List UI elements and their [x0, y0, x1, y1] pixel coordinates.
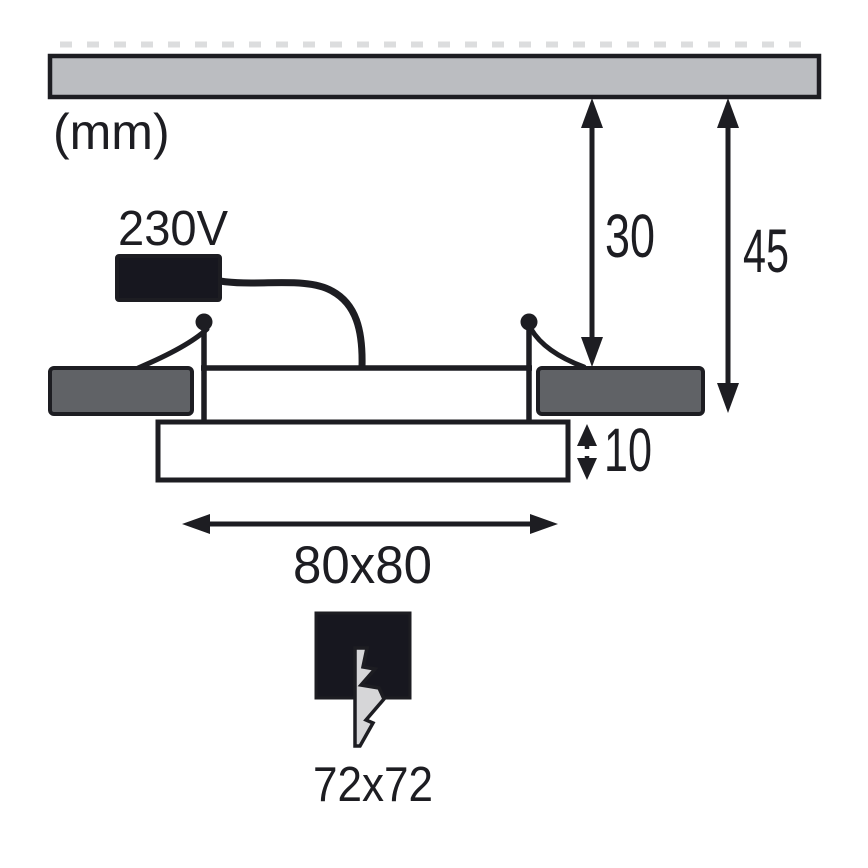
left-trim-flange	[48, 366, 194, 416]
dim-10-arrowhead-up	[577, 424, 597, 446]
ceiling-bar	[47, 53, 822, 100]
dim-30-label: 30	[605, 202, 655, 270]
dim-10-label: 10	[604, 416, 652, 484]
diffuser-panel	[155, 419, 571, 483]
cutout-size-label: 72x72	[313, 758, 433, 812]
power-cable	[216, 277, 366, 371]
lightning-bolt-icon	[353, 646, 387, 748]
dim-80x80-arrowhead-left	[182, 514, 210, 534]
dim-45-arrowhead-up	[717, 98, 739, 128]
right-trim-flange	[536, 366, 705, 416]
left-mounting-spring-wire	[135, 326, 210, 371]
dim-80x80-arrowhead-right	[530, 514, 558, 534]
dim-45-arrowhead-down	[717, 383, 739, 413]
right-spring-pivot	[520, 313, 538, 331]
left-spring-pivot	[195, 313, 213, 331]
dim-30-arrowhead-up	[581, 98, 603, 128]
voltage-label: 230V	[118, 202, 228, 256]
dim-80x80-label: 80x80	[293, 536, 432, 595]
dim-30-arrowhead-down	[581, 337, 603, 367]
driver-box	[115, 254, 222, 302]
dim-45-label: 45	[743, 217, 789, 285]
right-mounting-spring-wire	[528, 326, 587, 370]
units-label: (mm)	[53, 104, 170, 160]
dim-10-arrowhead-down	[577, 458, 597, 480]
